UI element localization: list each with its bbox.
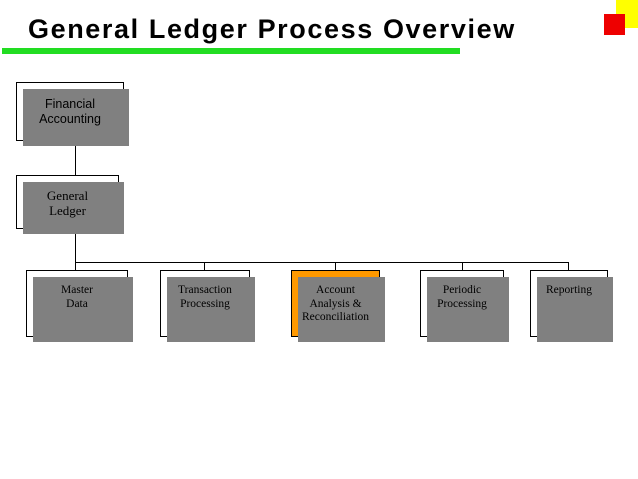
connector-drop-master-data <box>75 262 76 270</box>
connector-horizontal-bus <box>75 262 569 263</box>
node-shadow <box>167 277 255 342</box>
connector-drop-periodic-processing <box>462 262 463 270</box>
title-underline-rule <box>2 48 460 54</box>
connector-financial-accounting-to-general-ledger <box>75 141 76 175</box>
connector-drop-account-analysis <box>335 262 336 270</box>
connector-drop-transaction-processing <box>204 262 205 270</box>
node-shadow <box>33 277 133 342</box>
page-title: General Ledger Process Overview <box>28 14 516 44</box>
connector-drop-reporting <box>568 262 569 270</box>
node-shadow <box>23 89 129 146</box>
connector-general-ledger-to-bus <box>75 229 76 262</box>
node-reporting[interactable]: Reporting <box>530 270 613 342</box>
corner-red-square <box>604 14 625 35</box>
node-label-reporting: Reporting <box>546 284 592 296</box>
node-shadow <box>537 277 613 342</box>
node-shadow <box>298 277 385 342</box>
node-shadow <box>427 277 509 342</box>
node-shadow <box>23 182 124 234</box>
